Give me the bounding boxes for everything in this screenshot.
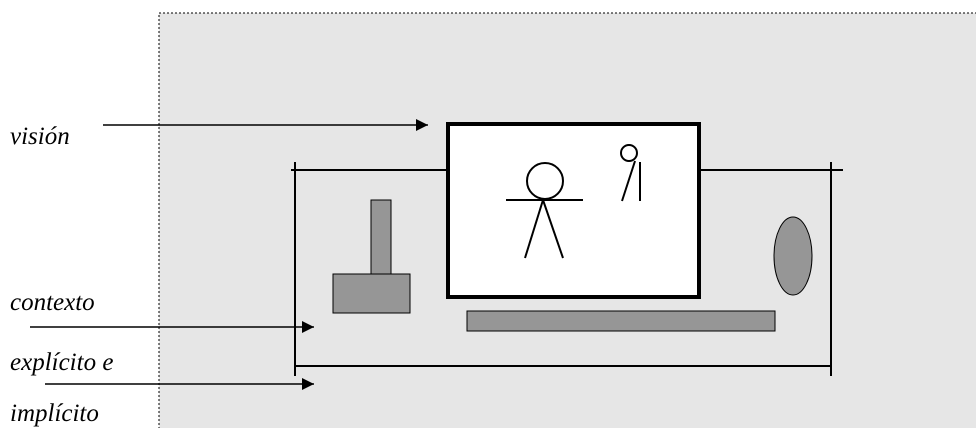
label-explicito: explícito e — [10, 349, 114, 376]
lamp-base — [332, 273, 411, 314]
label-vision: visión — [10, 123, 70, 150]
lamp-pole — [370, 199, 392, 277]
context-frame — [291, 162, 843, 376]
oval-object — [773, 216, 813, 296]
stick-figure-large — [506, 162, 583, 259]
label-contexto: contexto — [10, 289, 95, 316]
label-implicito: implícito — [10, 400, 99, 427]
stick-figure-small — [620, 144, 641, 202]
small-figure-head — [620, 144, 638, 162]
keyboard-bar — [466, 310, 776, 332]
vision-screen — [446, 122, 701, 299]
